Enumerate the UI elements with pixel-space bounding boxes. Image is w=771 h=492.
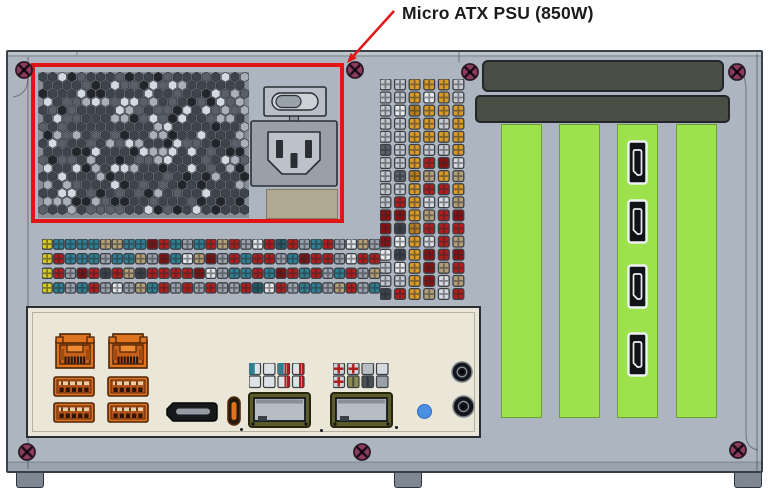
screw-hole-dot (395, 426, 398, 429)
psu-ac-inlet-c14 (250, 120, 338, 187)
chassis-screw (15, 61, 33, 79)
psu-label-sticker (266, 189, 338, 219)
chassis-screw (728, 63, 746, 81)
audio-jack-1 (451, 361, 473, 383)
top-bracket-upper (482, 60, 724, 92)
psu-power-switch (263, 86, 327, 117)
psu-highlight-box (31, 63, 344, 223)
reset-button (417, 404, 432, 419)
chassis-bottom-edge (8, 462, 761, 471)
slot-displayport-1 (627, 140, 648, 185)
expansion-slot-cover-2 (559, 124, 600, 418)
ethernet-port-1 (55, 333, 95, 369)
slot-displayport-4 (627, 332, 648, 377)
chassis-foot (16, 473, 44, 488)
vent-grid-vertical (380, 79, 465, 301)
chassis-foot (734, 473, 762, 488)
top-bracket-lower (475, 95, 730, 123)
chassis-screw (353, 443, 371, 461)
psu-vent-mesh (38, 72, 249, 218)
displayport-output (166, 402, 218, 422)
annotation-arrow-icon (347, 10, 395, 63)
slot-displayport-2 (627, 199, 648, 244)
io-vent-squares-2 (333, 363, 389, 389)
usb-a-port-2 (107, 376, 149, 397)
expansion-slot-cover-1 (501, 124, 542, 418)
vent-grid-horizontal (42, 239, 381, 294)
transceiver-cage-2 (330, 392, 393, 428)
usb-a-port-1 (53, 376, 95, 397)
screw-hole-dot (240, 428, 243, 431)
ethernet-port-2 (108, 333, 148, 369)
annotation-label: Micro ATX PSU (850W) (402, 3, 594, 23)
chassis-screw (461, 63, 479, 81)
io-vent-squares-1 (249, 363, 305, 389)
chassis-screw (18, 443, 36, 461)
chassis-screw (729, 441, 747, 459)
usb-c-port (227, 396, 241, 426)
audio-jack-2 (451, 394, 475, 418)
transceiver-cage-1 (248, 392, 311, 428)
slot-displayport-3 (627, 264, 648, 309)
screw-hole-dot (320, 429, 323, 432)
chassis-screw (346, 61, 364, 79)
usb-a-port-4 (107, 402, 149, 423)
chassis-foot (394, 473, 422, 488)
usb-a-port-3 (53, 402, 95, 423)
chassis-top-edge (8, 52, 761, 57)
expansion-slot-cover-4 (676, 124, 717, 418)
